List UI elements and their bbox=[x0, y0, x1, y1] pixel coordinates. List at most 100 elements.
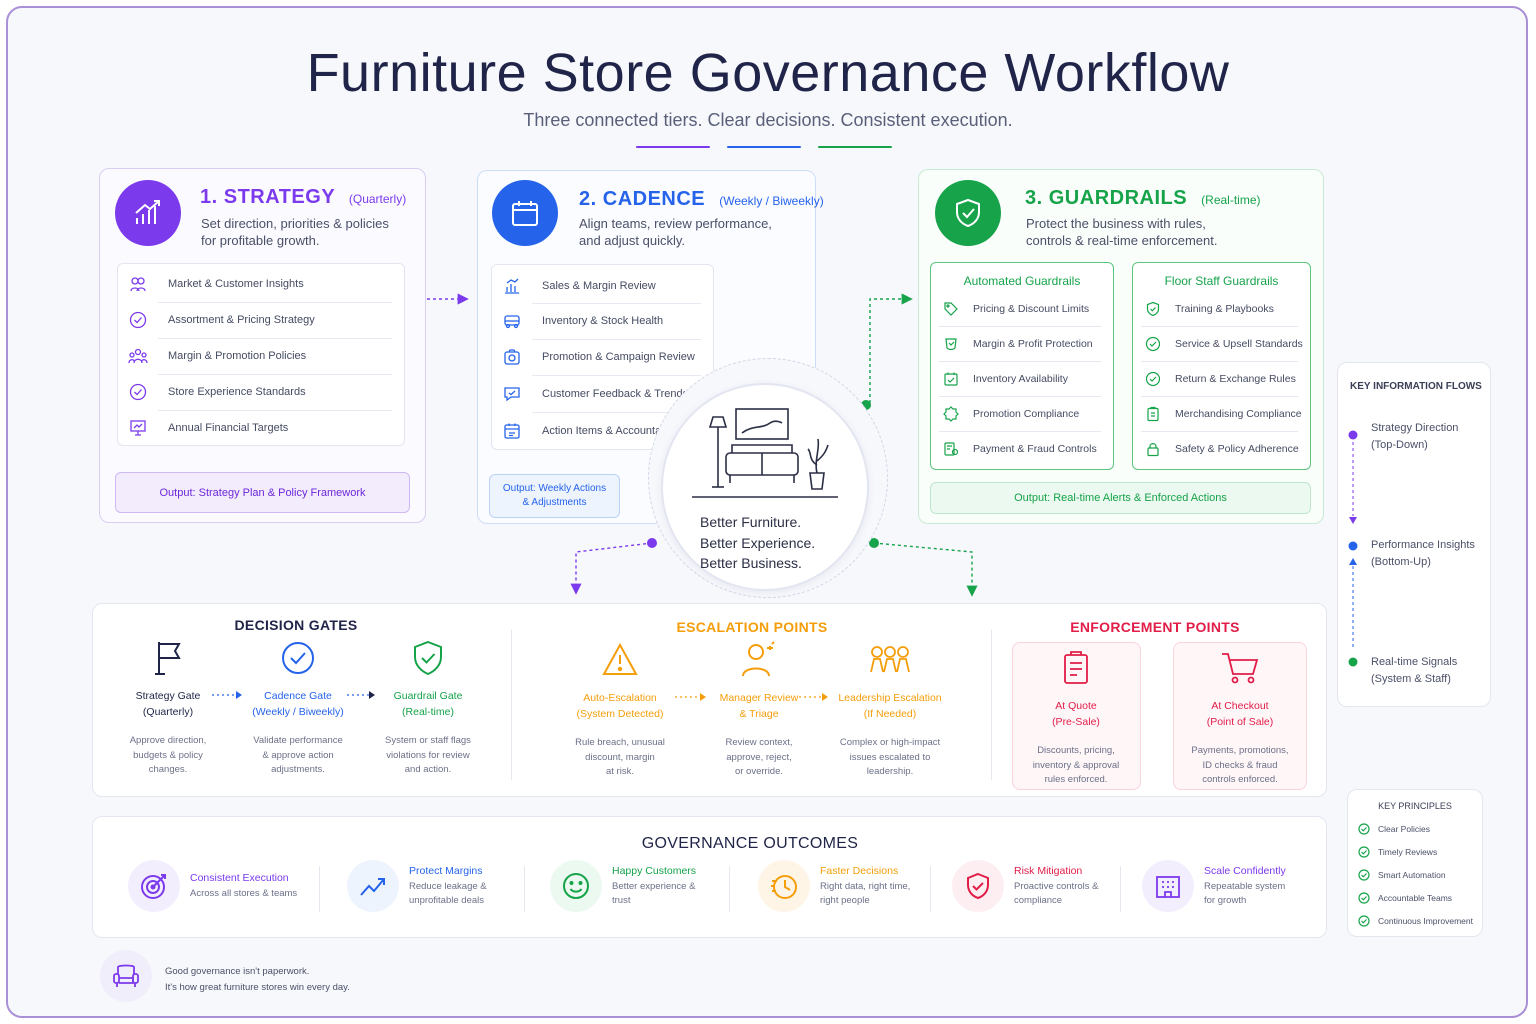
list-item[interactable]: Assortment & Pricing Strategy bbox=[118, 302, 404, 338]
point-desc: Discounts, pricing, inventory & approval… bbox=[1011, 744, 1141, 788]
floor-staff-guardrails-panel: Floor Staff Guardrails Training & Playbo… bbox=[1132, 262, 1311, 470]
list-item[interactable]: Market & Customer Insights bbox=[118, 266, 404, 302]
list-item-label: Assortment & Pricing Strategy bbox=[168, 314, 315, 326]
accent-line-purple bbox=[636, 146, 710, 148]
flow-performance-insights: Performance Insights (Bottom-Up) bbox=[1371, 537, 1475, 571]
flow-label: Real-time Signals bbox=[1371, 656, 1458, 668]
armchair-icon bbox=[113, 964, 139, 987]
list-item-label: Inventory & Stock Health bbox=[542, 315, 664, 327]
desc-line: rules enforced. bbox=[1044, 774, 1108, 785]
outcome-name: Faster Decisions bbox=[820, 864, 899, 877]
list-item[interactable]: Pricing & Discount Limits bbox=[931, 291, 1113, 327]
list-item[interactable]: Annual Financial Targets bbox=[118, 410, 404, 446]
cadence-name: CADENCE bbox=[602, 188, 706, 210]
desc-line: approve, reject, bbox=[726, 751, 792, 763]
footer-line1: Good governance isn't paperwork. bbox=[165, 966, 310, 977]
flows-title: KEY INFORMATION FLOWS bbox=[1350, 381, 1482, 392]
at-quote-card bbox=[1012, 642, 1141, 790]
lock-icon bbox=[1147, 443, 1159, 457]
desc-line: Discounts, pricing, bbox=[1037, 745, 1115, 756]
point-desc: Payments, promotions, ID checks & fraud … bbox=[1175, 744, 1305, 788]
list-item[interactable]: Margin & Profit Protection bbox=[931, 326, 1113, 362]
list-item[interactable]: Promotion & Campaign Review bbox=[492, 339, 713, 375]
divider bbox=[524, 866, 525, 912]
divider bbox=[319, 866, 320, 912]
outcome-name: Consistent Execution bbox=[190, 871, 289, 884]
strategy-list: Market & Customer Insights Assortment & … bbox=[117, 263, 405, 446]
principle-item: Accountable Teams bbox=[1358, 892, 1452, 904]
guardrails-output: Output: Real-time Alerts & Enforced Acti… bbox=[930, 482, 1311, 514]
outcome-name: Protect Margins bbox=[409, 864, 483, 877]
price-tag-icon bbox=[944, 302, 958, 316]
outcome-faster-decisions: Faster Decisions Right data, right time,… bbox=[758, 856, 910, 916]
list-item[interactable]: Sales & Margin Review bbox=[492, 268, 713, 304]
strategy-heading: 1. STRATEGY (Quarterly) bbox=[200, 186, 406, 209]
piggy-shield-icon bbox=[945, 338, 957, 351]
strategy-description: Set direction, priorities & policies for… bbox=[201, 215, 389, 249]
strategy-badge bbox=[115, 180, 181, 246]
presentation-board-icon bbox=[130, 420, 146, 436]
principle-item: Continuous Improvement bbox=[1358, 915, 1473, 927]
list-item[interactable]: Inventory Availability bbox=[931, 361, 1113, 397]
list-item[interactable]: Store Experience Standards bbox=[118, 374, 404, 410]
principle-item: Timely Reviews bbox=[1358, 846, 1437, 858]
list-item[interactable]: Action Items & Accountability bbox=[492, 413, 713, 449]
building-icon bbox=[1156, 876, 1180, 898]
governance-outcomes-title: GOVERNANCE OUTCOMES bbox=[641, 835, 859, 852]
point-name: At Checkout bbox=[1211, 700, 1269, 712]
outcome-desc: Better experience & trust bbox=[612, 880, 696, 909]
principle-label: Continuous Improvement bbox=[1378, 916, 1473, 926]
list-item-label: Inventory Availability bbox=[973, 373, 1068, 385]
list-item[interactable]: Safety & Policy Adherence bbox=[1133, 431, 1310, 467]
list-item[interactable]: Customer Feedback & Trends bbox=[492, 376, 713, 412]
desc-line: Proactive controls & bbox=[1014, 880, 1099, 892]
center-tagline: Better Furniture. Better Experience. Bet… bbox=[700, 512, 815, 574]
shield-check-icon bbox=[967, 872, 989, 900]
divider bbox=[930, 866, 931, 912]
desc-line: issues escalated to bbox=[849, 751, 931, 763]
outcome-desc: Reduce leakage & unprofitable deals bbox=[409, 880, 487, 909]
check-circle-icon bbox=[1358, 823, 1370, 835]
truck-icon bbox=[504, 315, 520, 329]
point-desc: Rule breach, unusual discount, margin at… bbox=[555, 736, 685, 780]
target-icon bbox=[141, 874, 166, 899]
list-item[interactable]: Inventory & Stock Health bbox=[492, 303, 713, 339]
outcome-consistent-execution: Consistent Execution Across all stores &… bbox=[128, 856, 297, 916]
point-name: Auto-Escalation bbox=[583, 692, 657, 704]
strategy-output: Output: Strategy Plan & Policy Framework bbox=[115, 472, 410, 513]
desc-line: Reduce leakage & bbox=[409, 880, 487, 892]
check-circle-icon bbox=[282, 642, 314, 674]
automated-guardrails-title: Automated Guardrails bbox=[963, 274, 1081, 288]
flow-strategy-direction: Strategy Direction (Top-Down) bbox=[1371, 420, 1458, 454]
list-item[interactable]: Payment & Fraud Controls bbox=[931, 431, 1113, 467]
list-item[interactable]: Margin & Promotion Policies bbox=[118, 338, 404, 374]
outcome-protect-margins: Protect Margins Reduce leakage & unprofi… bbox=[347, 856, 487, 916]
gate-name: Cadence Gate bbox=[264, 690, 332, 702]
outcome-name: Risk Mitigation bbox=[1014, 864, 1083, 877]
strategy-gate: Strategy Gate (Quarterly) Approve direct… bbox=[103, 636, 233, 778]
list-item[interactable]: Promotion Compliance bbox=[931, 396, 1113, 432]
desc-line: Payments, promotions, bbox=[1191, 745, 1289, 756]
divider bbox=[991, 630, 992, 780]
list-item[interactable]: Merchandising Compliance bbox=[1133, 396, 1310, 432]
point-name: Manager Review bbox=[719, 692, 799, 704]
guardrails-description: Protect the business with rules, control… bbox=[1026, 215, 1217, 249]
list-item[interactable]: Training & Playbooks bbox=[1133, 291, 1310, 327]
guardrail-gate: Guardrail Gate (Real-time) System or sta… bbox=[363, 636, 493, 778]
payment-card-icon bbox=[944, 442, 959, 456]
desc-line: trust bbox=[612, 895, 631, 906]
shield-check-icon bbox=[956, 198, 980, 228]
desc-line: inventory & approval bbox=[1032, 759, 1120, 771]
list-item-label: Customer Feedback & Trends bbox=[542, 388, 689, 400]
list-item[interactable]: Return & Exchange Rules bbox=[1133, 361, 1310, 397]
list-item[interactable]: Service & Upsell Standards bbox=[1133, 326, 1310, 362]
return-icon bbox=[1145, 371, 1161, 387]
accent-line-blue bbox=[727, 146, 801, 148]
tagline-line3: Better Business. bbox=[700, 555, 802, 571]
desc-line: Better experience & bbox=[612, 880, 696, 892]
manager-review: Manager Review & Triage Review context, … bbox=[694, 638, 824, 780]
outcome-desc: Proactive controls & compliance bbox=[1014, 880, 1098, 909]
desc-line: leadership. bbox=[866, 766, 914, 777]
cadence-frequency: (Weekly / Biweekly) bbox=[719, 194, 824, 208]
check-circle-icon bbox=[1358, 892, 1370, 904]
